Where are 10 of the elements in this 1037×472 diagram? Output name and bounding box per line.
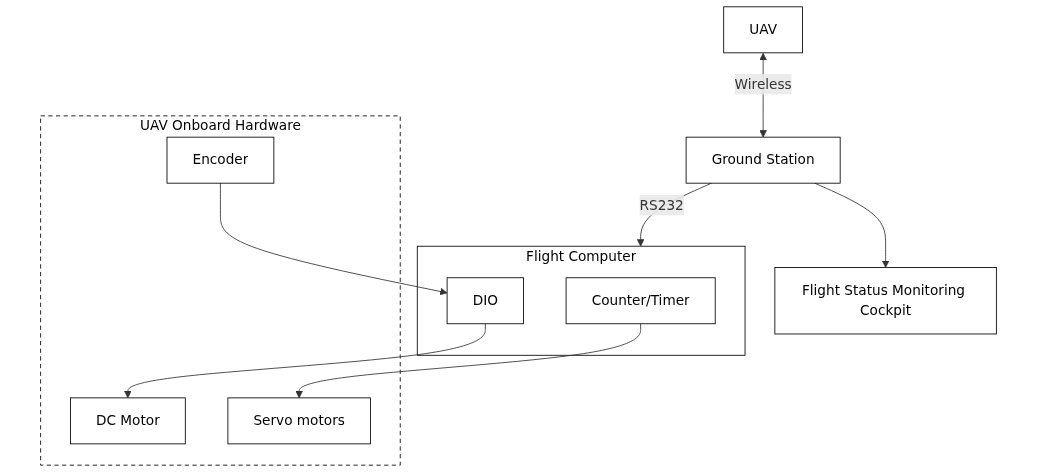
node-box: DIO: [446, 277, 524, 325]
node-box: DC Motor: [70, 397, 186, 445]
edge-label: RS232: [639, 196, 684, 214]
node-box: Encoder: [166, 136, 275, 184]
node-box: Ground Station: [685, 136, 841, 184]
node-box: Servo motors: [227, 397, 371, 445]
node-box: Flight Status Monitoring Cockpit: [774, 267, 997, 335]
node-box: Counter/Timer: [565, 277, 716, 325]
node-box: UAV: [723, 6, 803, 54]
edge-label: Wireless: [734, 75, 792, 93]
